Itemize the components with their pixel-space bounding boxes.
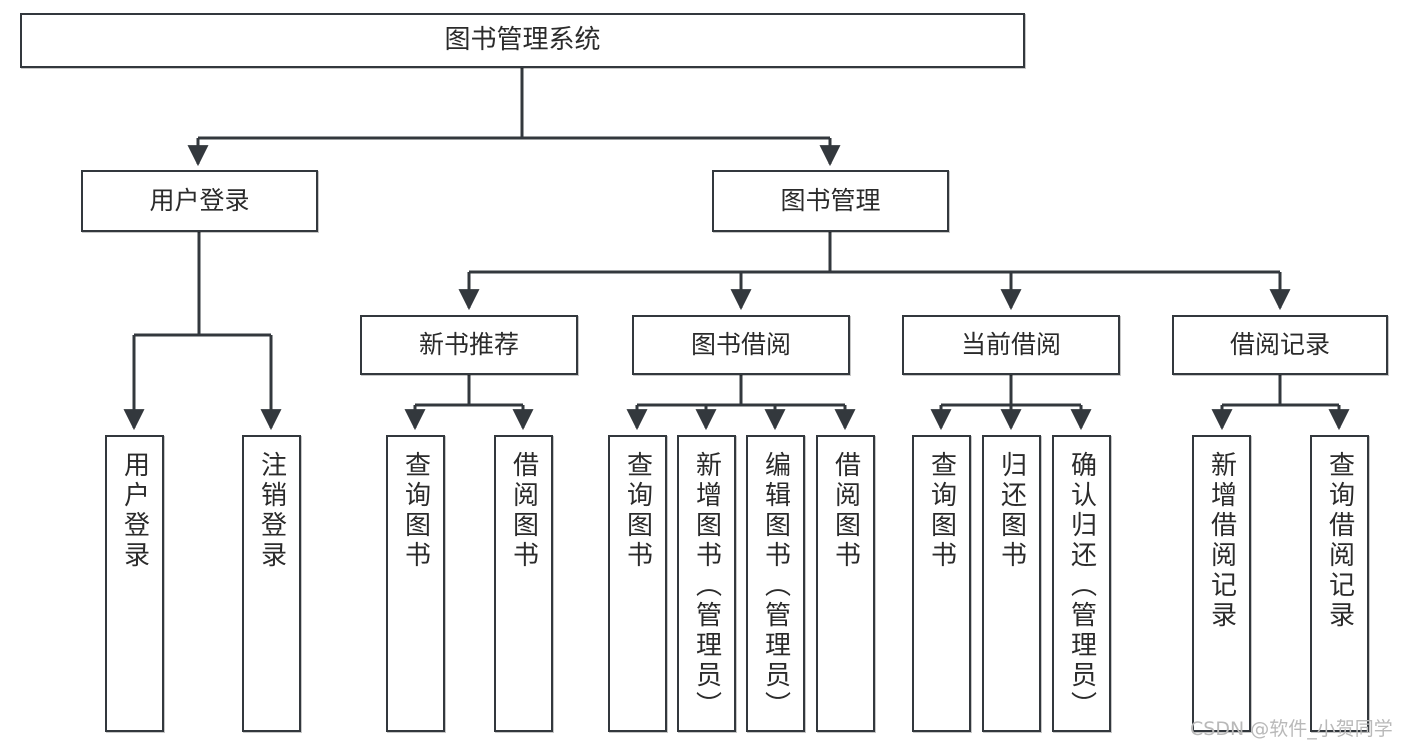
node-book-borrow[interactable]: 图书借阅: [632, 315, 850, 375]
node-user-login[interactable]: 用户登录: [81, 170, 318, 232]
node-book-manage[interactable]: 图书管理: [712, 170, 949, 232]
leaf-query-book-1-label: 查询图书: [400, 451, 431, 571]
node-root-label: 图书管理系统: [444, 24, 601, 55]
leaf-add-book[interactable]: 新增图书（管理员）: [677, 435, 736, 732]
leaf-borrow-book-1[interactable]: 借阅图书: [494, 435, 553, 732]
node-current-borrow[interactable]: 当前借阅: [902, 315, 1120, 375]
leaf-query-book-3[interactable]: 查询图书: [912, 435, 971, 732]
node-book-borrow-label: 图书借阅: [690, 329, 791, 359]
leaf-query-record-label: 查询借阅记录: [1324, 451, 1355, 631]
leaf-query-book-3-label: 查询图书: [926, 451, 957, 571]
watermark-text: CSDN @软件_小贺同学: [1190, 718, 1393, 740]
node-book-manage-label: 图书管理: [780, 185, 881, 215]
leaf-logout-login[interactable]: 注销登录: [242, 435, 301, 732]
leaf-add-record-label: 新增借阅记录: [1206, 451, 1237, 631]
leaf-return-book-label: 归还图书: [996, 451, 1027, 571]
leaf-edit-book-label: 编辑图书（管理员）: [760, 451, 791, 721]
leaf-query-record[interactable]: 查询借阅记录: [1310, 435, 1369, 732]
leaf-query-book-2-label: 查询图书: [622, 451, 653, 571]
leaf-confirm-return-label: 确认归还（管理员）: [1066, 451, 1097, 721]
leaf-user-login[interactable]: 用户登录: [105, 435, 164, 732]
leaf-borrow-book-2-label: 借阅图书: [830, 451, 861, 571]
node-current-borrow-label: 当前借阅: [960, 329, 1061, 359]
node-borrow-record-label: 借阅记录: [1229, 329, 1330, 359]
leaf-logout-login-label: 注销登录: [256, 451, 287, 571]
leaf-borrow-book-2[interactable]: 借阅图书: [816, 435, 875, 732]
node-new-book-recommend-label: 新书推荐: [418, 329, 519, 359]
leaf-add-record[interactable]: 新增借阅记录: [1192, 435, 1251, 732]
leaf-user-login-label: 用户登录: [119, 451, 150, 571]
node-borrow-record[interactable]: 借阅记录: [1172, 315, 1388, 375]
leaf-add-book-label: 新增图书（管理员）: [691, 451, 722, 721]
node-root[interactable]: 图书管理系统: [20, 13, 1025, 68]
leaf-edit-book[interactable]: 编辑图书（管理员）: [746, 435, 805, 732]
node-user-login-label: 用户登录: [149, 185, 250, 215]
leaf-confirm-return[interactable]: 确认归还（管理员）: [1052, 435, 1111, 732]
leaf-query-book-1[interactable]: 查询图书: [386, 435, 445, 732]
node-new-book-recommend[interactable]: 新书推荐: [360, 315, 578, 375]
leaf-query-book-2[interactable]: 查询图书: [608, 435, 667, 732]
leaf-borrow-book-1-label: 借阅图书: [508, 451, 539, 571]
leaf-return-book[interactable]: 归还图书: [982, 435, 1041, 732]
